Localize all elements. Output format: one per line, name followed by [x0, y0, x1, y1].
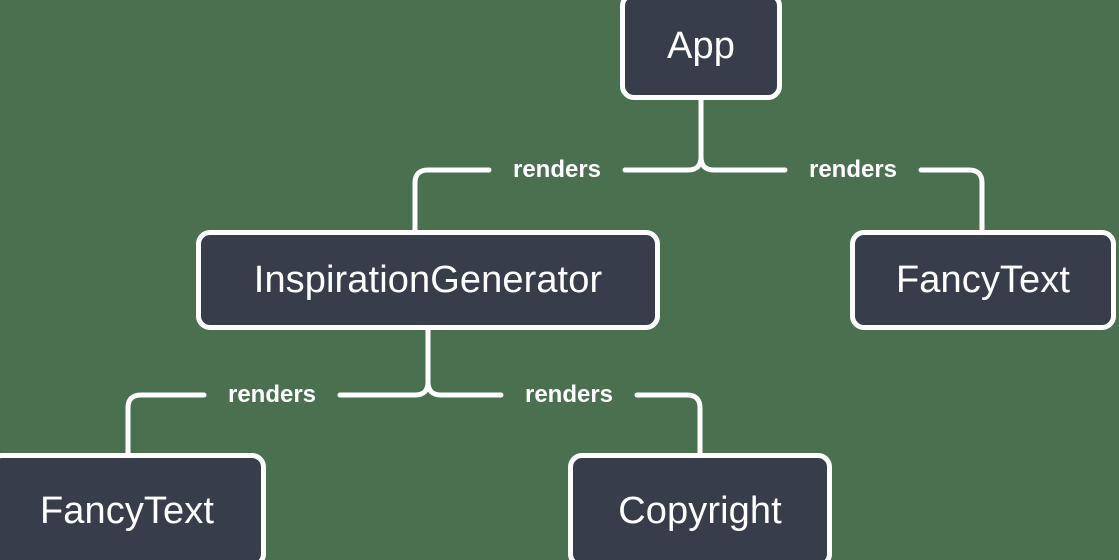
node-label-inspiration-generator: InspirationGenerator: [253, 259, 603, 301]
node-fancytext-right[interactable]: FancyText: [850, 230, 1116, 330]
node-inspiration-generator[interactable]: InspirationGenerator: [196, 230, 660, 330]
node-label-fancytext-right: FancyText: [895, 259, 1071, 301]
node-copyright[interactable]: Copyright: [568, 453, 832, 560]
node-label-fancytext-left: FancyText: [39, 489, 215, 532]
node-fancytext-left[interactable]: FancyText: [0, 453, 266, 560]
edge-label-app-to-inspiration-generator: renders: [512, 156, 602, 183]
node-label-app: App: [667, 25, 735, 67]
node-app[interactable]: App: [620, 0, 782, 100]
edge-label-inspiration-to-copyright: renders: [524, 381, 614, 408]
node-label-copyright: Copyright: [618, 489, 782, 532]
edge-label-inspiration-to-fancytext-left: renders: [227, 381, 317, 408]
edge-label-app-to-fancytext-right: renders: [808, 156, 898, 183]
